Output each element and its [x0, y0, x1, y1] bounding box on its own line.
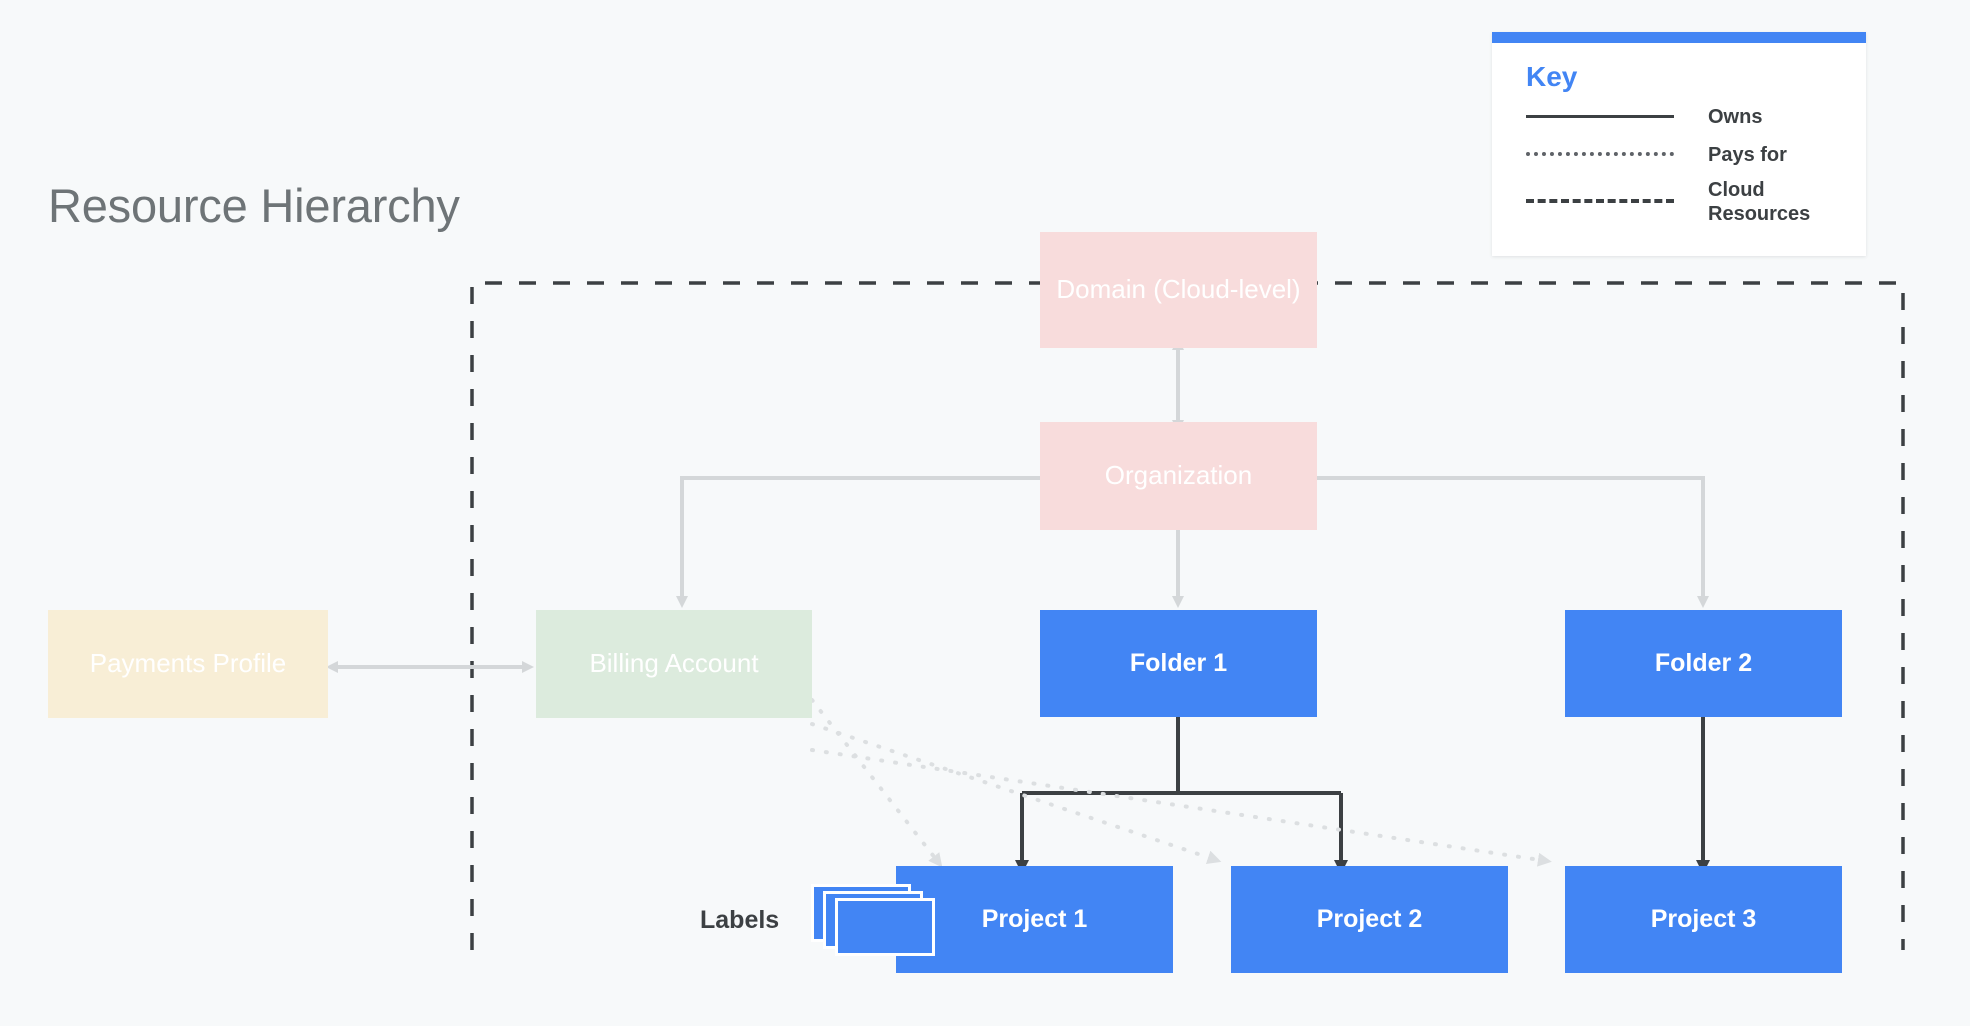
node-billing-account[interactable]: Billing Account [536, 610, 812, 718]
key-sample-solid-line [1526, 114, 1674, 122]
key-row-pays-for: Pays for [1526, 141, 1832, 171]
node-folder-1-label: Folder 1 [1129, 649, 1228, 678]
node-project-3[interactable]: Project 3 [1565, 866, 1842, 973]
page-title: Resource Hierarchy [48, 179, 460, 232]
labels-marker-label: Labels [700, 905, 780, 934]
key-label-cloud-resources: Cloud Resources [1708, 179, 1811, 225]
key-legend-card: Key Owns Pays for Cloud Resources [1492, 32, 1866, 257]
node-project-1[interactable]: Project 1 [896, 866, 1173, 973]
key-row-cloud-resources: Cloud Resources [1526, 179, 1832, 226]
labels-stack-icon [811, 884, 939, 956]
node-payments-profile-label: Payments Profile [89, 648, 287, 679]
node-project-2-label: Project 2 [1316, 905, 1423, 934]
key-sample-dotted-line [1526, 152, 1674, 160]
edge-folder1-projects [1015, 717, 1348, 874]
node-organization-label: Organization [1104, 460, 1253, 491]
node-payments-profile[interactable]: Payments Profile [48, 610, 328, 718]
edge-organization-children [676, 476, 1709, 608]
node-organization[interactable]: Organization [1040, 422, 1317, 530]
key-accent-bar [1492, 32, 1866, 43]
key-sample-dashed-line [1526, 198, 1674, 207]
node-folder-1[interactable]: Folder 1 [1040, 610, 1317, 717]
node-domain-label: Domain (Cloud-level) [1056, 274, 1301, 305]
key-row-owns: Owns [1526, 103, 1832, 133]
key-title: Key [1526, 61, 1578, 92]
labels-marker: Labels [700, 884, 939, 956]
node-billing-account-label: Billing Account [589, 648, 759, 679]
node-folder-2[interactable]: Folder 2 [1565, 610, 1842, 717]
node-project-3-label: Project 3 [1650, 905, 1757, 934]
node-project-2[interactable]: Project 2 [1231, 866, 1508, 973]
node-folder-2-label: Folder 2 [1654, 649, 1753, 678]
node-project-1-label: Project 1 [981, 905, 1088, 934]
node-domain[interactable]: Domain (Cloud-level) [1040, 232, 1317, 348]
edge-billing-pays-for [810, 698, 1552, 868]
labels-card-front [835, 898, 936, 956]
key-label-owns: Owns [1708, 106, 1763, 129]
key-label-pays-for: Pays for [1708, 144, 1787, 167]
